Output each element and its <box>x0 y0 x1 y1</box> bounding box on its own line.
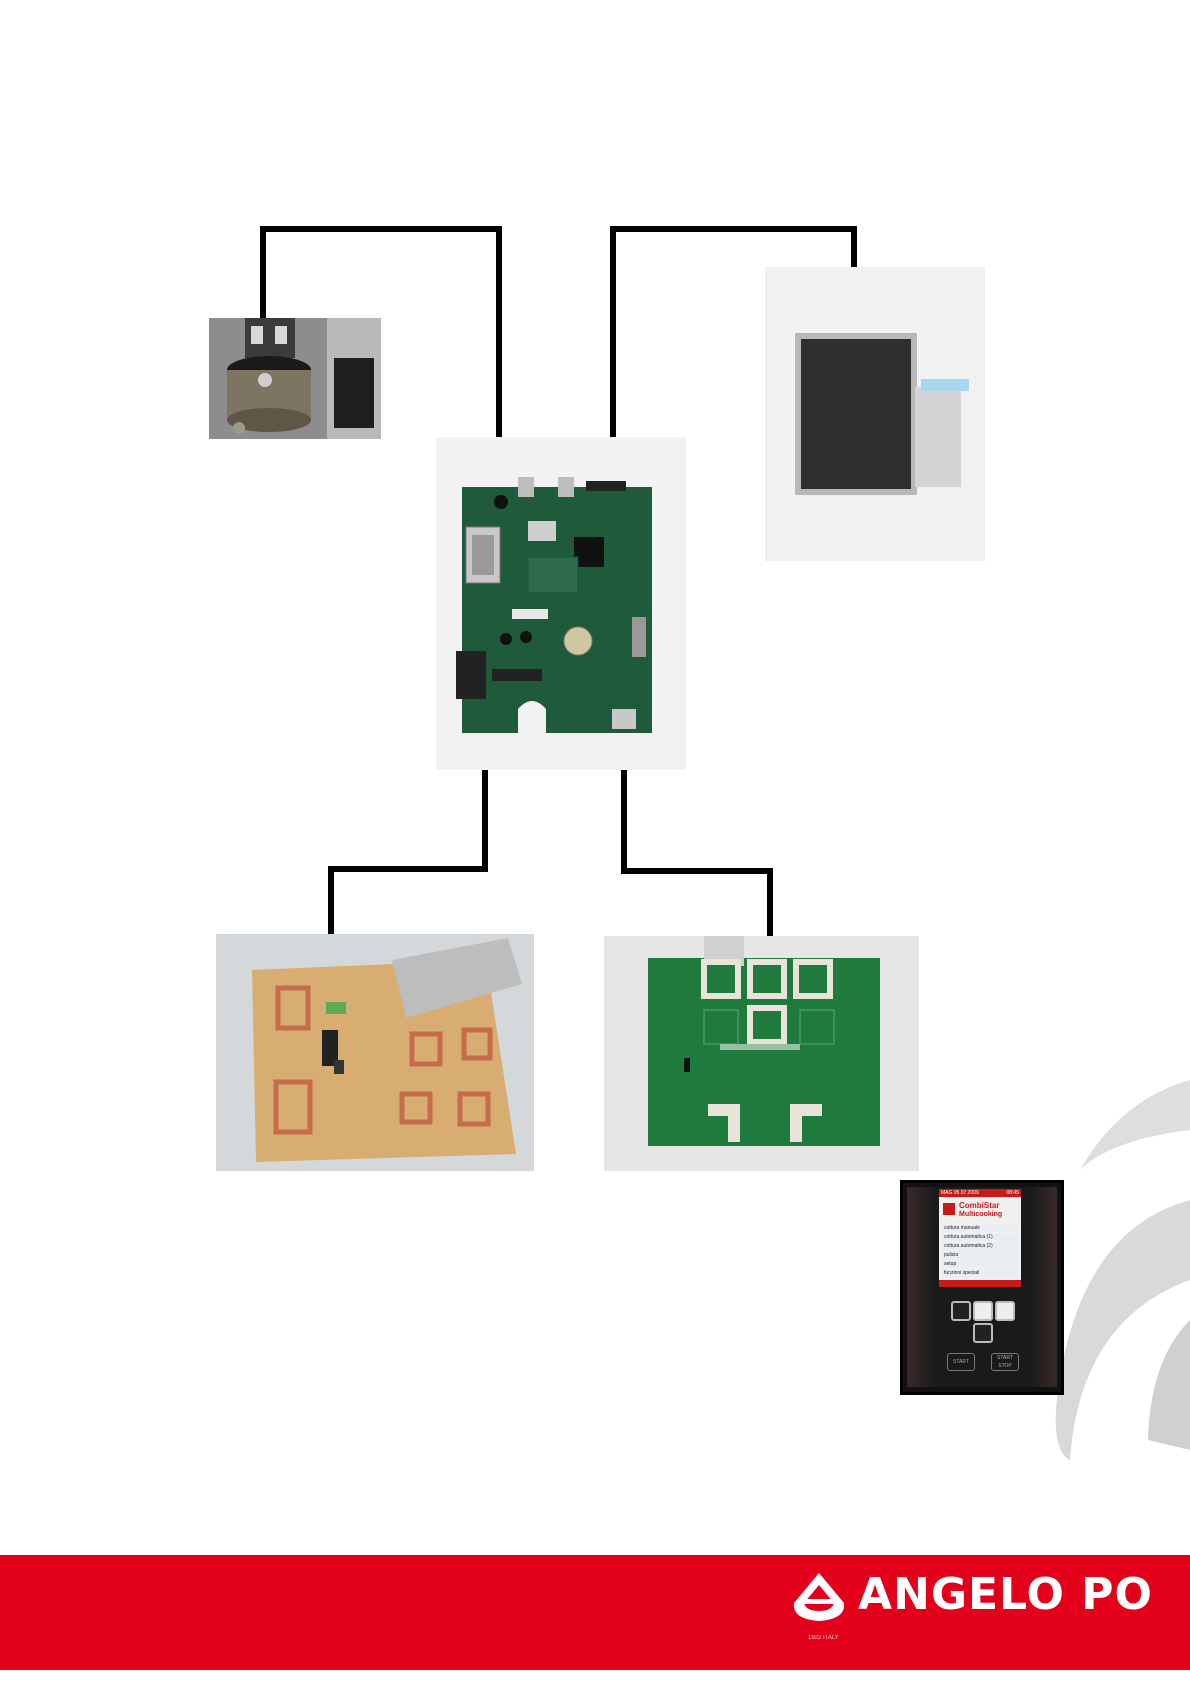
wire-keyframe-down <box>767 868 773 938</box>
wire-keyboard-down <box>328 866 334 936</box>
panel-start-stop-button[interactable]: START STOP <box>991 1353 1019 1371</box>
brand-name: ANGELO PO <box>858 1569 1153 1620</box>
panel-menu-item[interactable]: cottura automatica (2) <box>942 1243 1018 1250</box>
footer-bar: ANGELO PO 1922 ITALY <box>0 1555 1190 1670</box>
lcd-display-illustration <box>765 267 985 561</box>
capacitive-keyboard-photo <box>216 934 534 1171</box>
key-frame-board-illustration <box>604 936 919 1171</box>
wire-display-horizontal <box>610 226 857 232</box>
cpu-board-illustration <box>436 437 686 770</box>
panel-left-button[interactable] <box>951 1301 971 1321</box>
wire-keyframe-horizontal <box>621 868 773 874</box>
wire-cpu-to-keyframe-down <box>621 770 627 874</box>
wire-probe-to-cpu <box>496 226 502 440</box>
angelo-po-logo-icon <box>786 1569 852 1629</box>
panel-time: 08:45 <box>1006 1189 1019 1197</box>
panel-subbrand: Multicooking <box>959 1211 1002 1218</box>
cpu-board-photo <box>436 437 686 770</box>
wire-cpu-to-display-up <box>610 226 616 440</box>
panel-menu-item[interactable]: pulizia <box>942 1252 1018 1259</box>
wire-probe-vertical <box>260 226 266 320</box>
panel-ok-button[interactable] <box>973 1301 993 1321</box>
panel-start-button[interactable]: START <box>947 1353 975 1371</box>
panel-brand: CombiStar <box>959 1201 999 1210</box>
panel-right-button[interactable] <box>995 1301 1015 1321</box>
temperature-probe-photo <box>209 318 381 439</box>
control-panel-photo: MAG 05.07.2009 08:45 CombiStar Multicook… <box>900 1180 1064 1395</box>
panel-logo-icon <box>943 1203 955 1215</box>
temperature-probe-illustration <box>209 318 381 439</box>
panel-date: MAG 05.07.2009 <box>941 1189 979 1197</box>
panel-menu-item[interactable]: cottura automatica (1) <box>942 1234 1018 1241</box>
brand-tagline: 1922 ITALY <box>808 1635 839 1641</box>
panel-menu-item[interactable]: cottura manuale <box>942 1225 1018 1232</box>
panel-menu-item[interactable]: setup <box>942 1261 1018 1268</box>
control-panel-screen: MAG 05.07.2009 08:45 CombiStar Multicook… <box>939 1189 1021 1287</box>
panel-down-button[interactable] <box>973 1323 993 1343</box>
wire-display-down <box>851 226 857 268</box>
capacitive-keyboard-illustration <box>216 934 534 1171</box>
wire-cpu-to-keyboard-down <box>482 770 488 872</box>
panel-menu-item[interactable]: funzioni speciali <box>942 1270 1018 1277</box>
lcd-display-photo <box>765 267 985 561</box>
key-frame-board-photo <box>604 936 919 1171</box>
wire-keyboard-horizontal <box>328 866 488 872</box>
wire-probe-horizontal <box>260 226 502 232</box>
